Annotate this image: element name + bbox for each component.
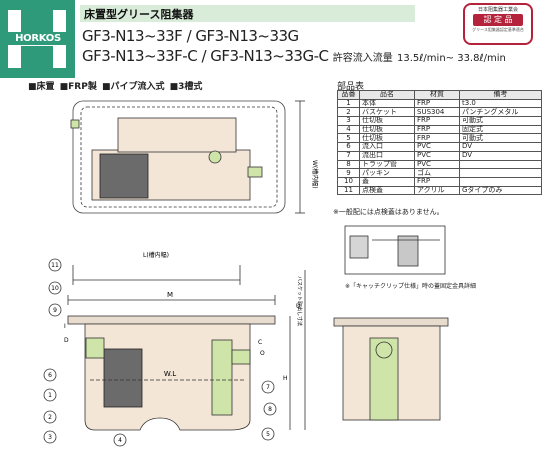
callout-number: 2 [48, 414, 52, 421]
callout-number: 4 [118, 437, 122, 444]
l-dimension-label: L(槽内幅) [143, 251, 169, 259]
feature-list: ■床置 ■FRP製 ■パイプ流入式 ■3槽式 [28, 79, 202, 92]
model-line-1: GF3-N13~33F / GF3-N13~33G [82, 27, 299, 45]
clip-detail [344, 225, 446, 275]
logo-text: HORKOS [6, 32, 70, 45]
seal-badge: 認 定 品 [473, 14, 523, 26]
parts-title: 部品表 [337, 82, 365, 92]
feature-item: ■パイプ流入式 [101, 82, 165, 92]
feature-item: ■床置 [28, 82, 55, 92]
top-view [70, 100, 305, 285]
callout-number: 10 [51, 285, 59, 292]
dim-label-i: I [64, 323, 66, 330]
dim-label-c: C [258, 339, 262, 346]
callout-number: 9 [53, 307, 57, 314]
callouts [43, 258, 277, 447]
parts-note: ※一般配には点検蓋はありません。 [333, 208, 444, 216]
model-line-2-text: GF3-N13~33F-C / GF3-N13~33G-C [82, 47, 329, 65]
dim-label-d: D [64, 337, 69, 344]
side-view [333, 317, 449, 421]
model-line-2: GF3-N13~33F-C / GF3-N13~33G-C 許容流入流量 13.… [82, 47, 506, 65]
brand-logo: HORKOS [0, 0, 75, 78]
water-level-label: W.L [164, 370, 176, 378]
callout-number: 6 [48, 372, 52, 379]
front-view [67, 270, 306, 431]
feature-item: ■3槽式 [169, 82, 203, 92]
m-dimension-label: M [167, 291, 173, 299]
table-cell: Gタイプのみ [459, 185, 542, 196]
callout-number: 7 [266, 384, 270, 391]
callout-number: 11 [51, 262, 59, 269]
w-dimension-label: W(槽内幅) [311, 160, 319, 189]
seal-top-text: 日本阻集器工業会 [477, 7, 518, 13]
dim-label-o: O [260, 350, 265, 357]
category-title: 床置型グリース阻集器 [84, 8, 194, 21]
feature-item: ■FRP製 [59, 82, 97, 92]
flow-label: 許容流入流量 [332, 53, 393, 64]
callout-number: 1 [48, 392, 52, 399]
seal-bottom-text: グリース阻集器認定基準適合 [472, 27, 524, 32]
callout-number: 8 [268, 406, 272, 413]
category-band [80, 5, 415, 22]
detail-note: ※「キャッチクリップ仕様」時の蓋固定金具詳細 [345, 283, 477, 290]
certification-seal: 日本阻集器工業会 認 定 品 グリース阻集器認定基準適合 [463, 3, 533, 45]
callout-number: 5 [266, 431, 270, 438]
callout-number: 3 [48, 434, 52, 441]
basket-dimension-label: バスケット取出し寸法 [296, 276, 303, 326]
dim-label-h: H [283, 375, 288, 382]
flow-value: 13.5ℓ/min~ 33.8ℓ/min [397, 53, 506, 64]
dim-label-u: U [296, 303, 300, 310]
